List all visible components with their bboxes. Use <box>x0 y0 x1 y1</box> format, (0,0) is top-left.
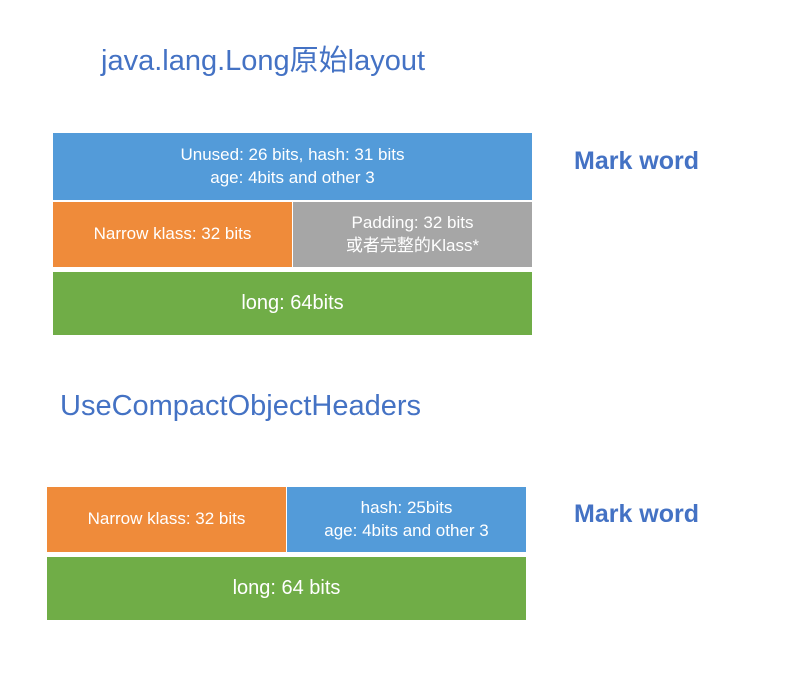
diagram2-narrow-klass-label: Narrow klass: 32 bits <box>87 509 246 529</box>
diagram1-long-label: long: 64bits <box>241 292 344 315</box>
diagram2-long-block: long: 64 bits <box>47 557 526 620</box>
diagram2-title: UseCompactObjectHeaders <box>60 390 422 422</box>
diagram1-padding-block: Padding: 32 bits 或者完整的Klass* <box>293 202 532 267</box>
diagram1-narrow-klass-block: Narrow klass: 32 bits <box>53 202 292 267</box>
diagram1-title: java.lang.Long原始layout <box>101 45 426 77</box>
diagram2-hash-block: hash: 25bits age: 4bits and other 3 <box>287 487 526 552</box>
diagram2-narrow-klass-block: Narrow klass: 32 bits <box>47 487 286 552</box>
diagram1-padding-line2: 或者完整的Klass* <box>345 235 480 255</box>
diagram2-long-label: long: 64 bits <box>232 577 341 600</box>
diagram1-mark-word-annotation: Mark word <box>574 147 700 175</box>
diagram1-padding-line1: Padding: 32 bits <box>351 213 474 233</box>
diagram1-markword-line2: age: 4bits and other 3 <box>210 167 375 187</box>
diagram1-narrow-klass-label: Narrow klass: 32 bits <box>93 224 252 244</box>
diagram1-markword-line1: Unused: 26 bits, hash: 31 bits <box>180 145 405 165</box>
diagram2-hash-line2: age: 4bits and other 3 <box>324 520 489 540</box>
diagram2-mark-word-annotation: Mark word <box>574 500 700 528</box>
diagram2-hash-line1: hash: 25bits <box>360 498 453 518</box>
diagram1-markword-block: Unused: 26 bits, hash: 31 bits age: 4bit… <box>53 133 532 200</box>
diagram1-long-block: long: 64bits <box>53 272 532 335</box>
